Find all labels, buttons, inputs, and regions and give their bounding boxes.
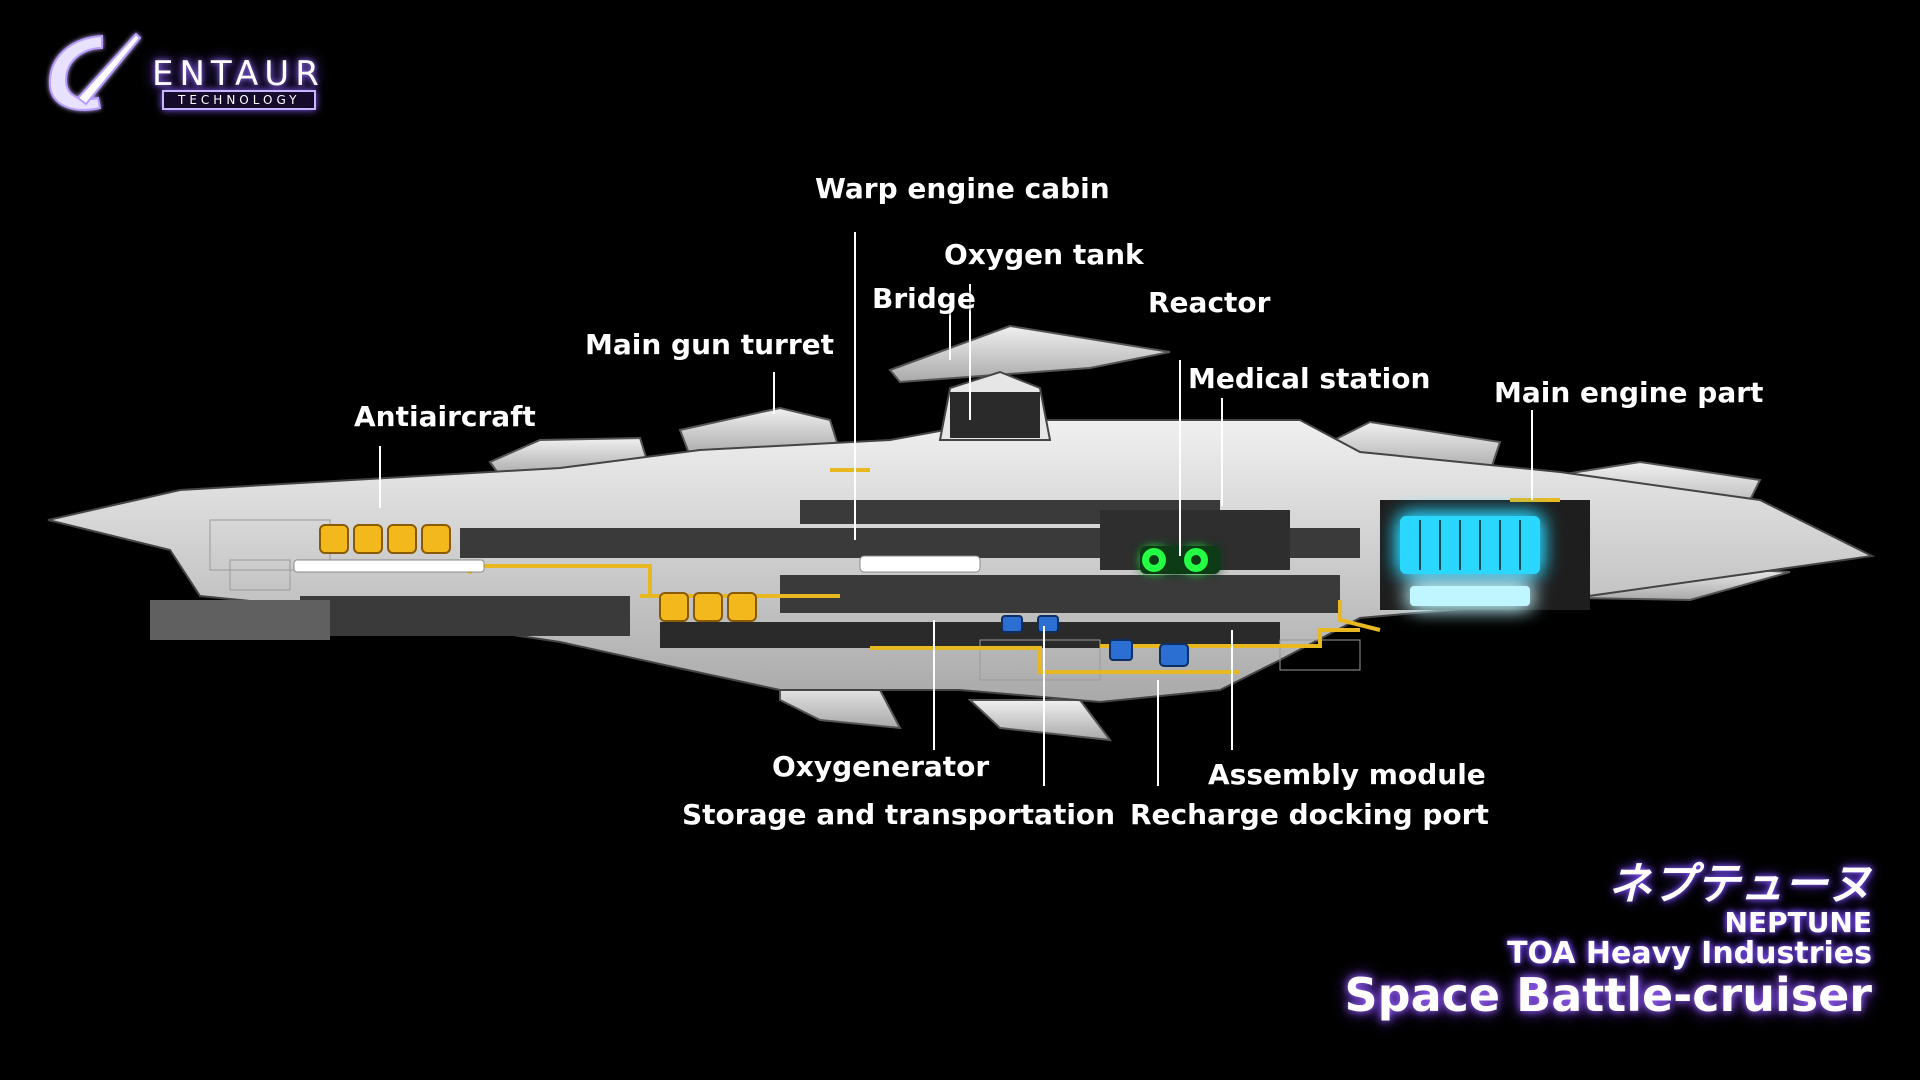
label-storage-and-transportation: Storage and transportation: [682, 798, 1116, 831]
main-engine-glow: [1400, 516, 1540, 606]
cargo-cylinders: [293, 555, 981, 573]
label-antiaircraft: Antiaircraft: [354, 400, 536, 433]
title-ship-name: NEPTUNE: [1724, 906, 1872, 939]
title-ship-class: Space Battle-cruiser: [1344, 968, 1872, 1022]
label-main-gun-turret: Main gun turret: [585, 328, 835, 361]
label-warp-engine-cabin: Warp engine cabin: [815, 172, 1110, 205]
engine-coils: [1419, 520, 1521, 570]
centaur-logo: ENTAUR TECHNOLOGY: [40, 28, 420, 118]
label-medical-station: Medical station: [1188, 362, 1431, 395]
bridge-interior: [950, 392, 1040, 438]
logo-wordmark: ENTAUR: [152, 54, 325, 94]
centaur-c-mark-icon: [48, 32, 142, 111]
blue-machinery: [1001, 615, 1189, 667]
label-bridge: Bridge: [872, 282, 976, 315]
antiaircraft-pods: [319, 524, 757, 622]
label-reactor: Reactor: [1148, 286, 1271, 319]
logo-subtitle: TECHNOLOGY: [162, 90, 317, 110]
title-manufacturer: TOA Heavy Industries: [1507, 936, 1872, 971]
label-oxygenerator: Oxygenerator: [772, 750, 990, 783]
label-assembly-module: Assembly module: [1208, 758, 1486, 791]
leader-lines: [379, 232, 1533, 786]
title-japanese: ネプテューヌ: [1608, 859, 1872, 910]
reactor-core: [1140, 546, 1220, 574]
title-block: ネプテューヌ NEPTUNE TOA Heavy Industries Spac…: [1312, 859, 1872, 1022]
label-oxygen-tank: Oxygen tank: [944, 238, 1144, 271]
label-recharge-docking-port: Recharge docking port: [1130, 798, 1489, 831]
label-main-engine-part: Main engine part: [1494, 376, 1764, 409]
